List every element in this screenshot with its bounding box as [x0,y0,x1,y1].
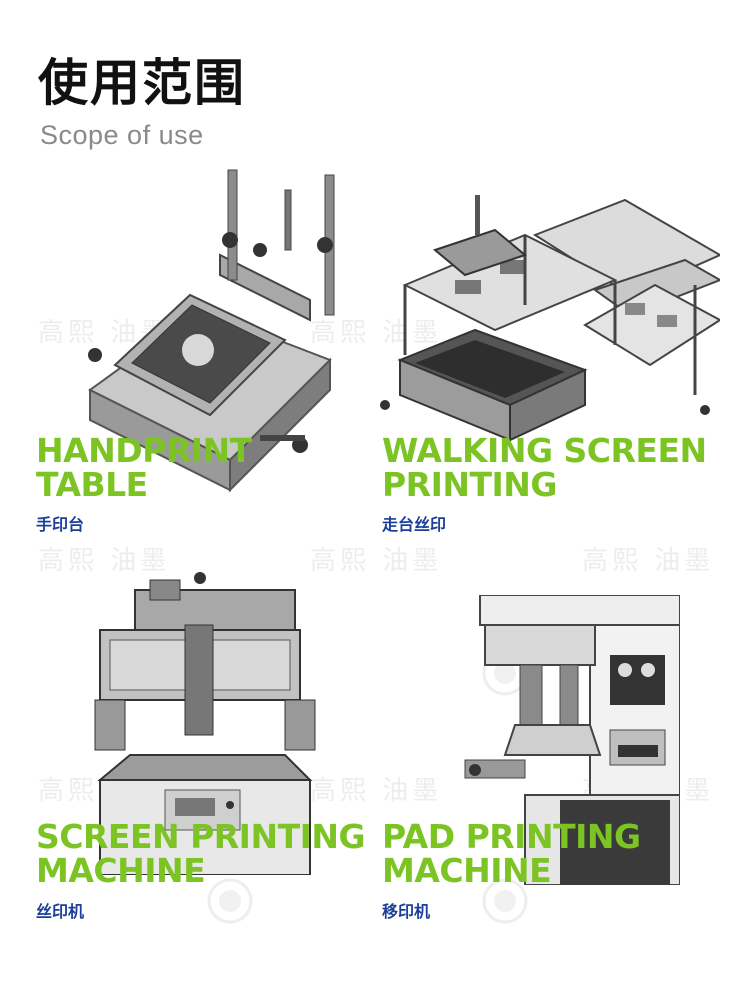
watermark-text: 高熙 油墨 [582,546,715,576]
product-name-en: PAD PRINTING MACHINE [382,817,641,890]
pad-printing-machine-image [464,595,680,885]
product-name-en: WALKING SCREEN PRINTING [382,431,707,504]
walking-screen-printing-image [380,195,720,442]
product-name-en: SCREEN PRINTING MACHINE [36,817,366,890]
product-name-cn: 手印台 [36,515,85,534]
screen-printing-machine-image [94,572,316,875]
handprint-table-image [88,169,335,493]
watermark-logo-icon [482,878,528,924]
watermark-text: 高熙 油墨 [310,318,443,348]
product-name-cn: 走台丝印 [382,515,447,534]
product-name-cn: 移印机 [382,902,431,921]
watermark-logo-icon [207,878,253,924]
watermark-text: 高熙 油墨 [38,546,171,576]
page-title: 使用范围 [38,54,246,112]
product-name-cn: 丝印机 [36,902,85,921]
watermark-text: 高熙 油墨 [310,546,443,576]
page-subtitle: Scope of use [40,120,204,150]
watermark-text: 高熙 油墨 [310,776,443,806]
product-name-en: HANDPRINT TABLE [36,431,252,504]
